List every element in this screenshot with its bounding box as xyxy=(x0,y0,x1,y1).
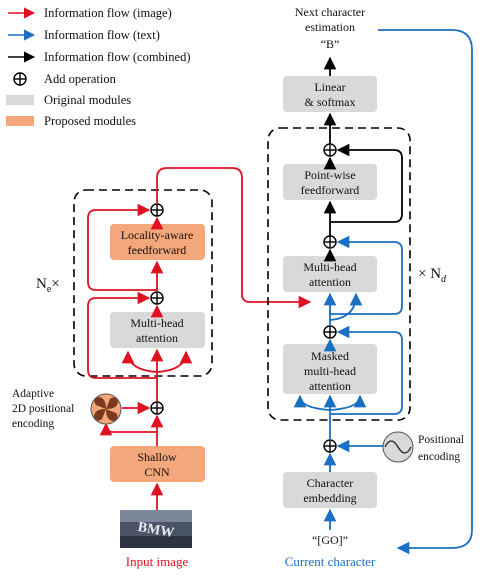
masked-multi-head-attention-module xyxy=(283,344,377,394)
image-flow-arrows xyxy=(87,167,312,512)
legend-label: Add operation xyxy=(44,72,117,86)
adaptive-pe-label: encoding xyxy=(12,418,54,430)
positional-encoding-icon xyxy=(382,431,414,463)
add-operation-icon xyxy=(323,439,337,453)
legend-item-image-flow: Information flow (image) xyxy=(8,6,172,20)
decoder-multi-head-attention-module xyxy=(283,256,377,292)
add-operation-icon xyxy=(150,203,164,217)
module-label: attention xyxy=(309,379,351,393)
add-operation-icon xyxy=(323,143,337,157)
current-character-label: Current character xyxy=(285,554,376,569)
input-thumbnail-text: BMW xyxy=(137,520,176,541)
output-title: estimation xyxy=(305,20,355,34)
module-label: Shallow xyxy=(137,450,177,464)
shallow-cnn-module xyxy=(110,446,205,482)
add-operation-icon xyxy=(150,291,164,305)
legend: Information flow (image) Information flo… xyxy=(6,6,190,128)
module-label: attention xyxy=(309,275,351,289)
legend-item-proposed-modules: Proposed modules xyxy=(6,114,136,128)
module-label: attention xyxy=(136,331,178,345)
legend-label: Information flow (text) xyxy=(44,28,160,42)
module-label: multi-head xyxy=(304,364,356,378)
circle-plus-icon xyxy=(13,72,27,86)
module-label: Locality-aware xyxy=(121,228,194,242)
encoder-multi-head-attention-module xyxy=(110,312,205,348)
legend-item-original-modules: Original modules xyxy=(6,93,131,107)
adaptive-pe-label: 2D positional xyxy=(12,403,74,415)
pointwise-feedforward-module xyxy=(283,164,377,200)
legend-label: Information flow (image) xyxy=(44,6,172,20)
text-flow-arrows xyxy=(293,29,473,555)
module-label: embedding xyxy=(303,491,356,505)
go-token-label: “[GO]” xyxy=(312,533,348,547)
positional-encoding-label: Positional xyxy=(418,434,464,446)
module-label: Character xyxy=(307,476,354,490)
module-label: & softmax xyxy=(305,95,356,109)
legend-item-combined-flow: Information flow (combined) xyxy=(8,50,190,64)
module-label: Masked xyxy=(311,349,349,363)
add-operation-icon xyxy=(150,401,164,415)
add-operation-icon xyxy=(323,325,337,339)
decoder-repeat-label: × Nd xyxy=(418,266,447,285)
encoder-repeat-box xyxy=(73,189,213,377)
combined-flow-arrows xyxy=(323,56,403,262)
input-image-label: Input image xyxy=(126,554,189,569)
module-label: CNN xyxy=(144,465,170,479)
output-title: Next character xyxy=(295,5,365,19)
input-image-thumbnail: BMW xyxy=(120,510,192,548)
module-label: Multi-head xyxy=(303,260,356,274)
module-label: Multi-head xyxy=(130,316,183,330)
legend-item-text-flow: Information flow (text) xyxy=(8,28,160,42)
adaptive-positional-encoding-icon xyxy=(90,393,122,425)
decoder-repeat-box xyxy=(267,127,411,421)
character-embedding-module xyxy=(283,472,377,508)
linear-softmax-module xyxy=(283,76,377,112)
encoder-repeat-label: Ne× xyxy=(36,276,60,295)
output-value: “B” xyxy=(321,37,340,51)
add-operation-icon xyxy=(323,235,337,249)
legend-item-add-operation: Add operation xyxy=(13,72,117,86)
locality-aware-feedforward-module xyxy=(110,224,205,260)
module-label: feedforward xyxy=(301,183,360,197)
adaptive-pe-label: Adaptive xyxy=(12,388,54,400)
positional-encoding-label: encoding xyxy=(418,451,460,463)
module-label: Point-wise xyxy=(304,168,355,182)
legend-label: Original modules xyxy=(44,93,131,107)
module-label: feedforward xyxy=(128,243,187,257)
legend-label: Information flow (combined) xyxy=(44,50,190,64)
gray-swatch-icon xyxy=(6,95,34,105)
legend-label: Proposed modules xyxy=(44,114,136,128)
orange-swatch-icon xyxy=(6,116,34,126)
encoder: Ne× Locality-aware feedforward Multi-hea… xyxy=(12,167,312,569)
module-label: Linear xyxy=(314,80,345,94)
decoder: × Nd Next character estimation “B” Linea… xyxy=(267,5,473,569)
